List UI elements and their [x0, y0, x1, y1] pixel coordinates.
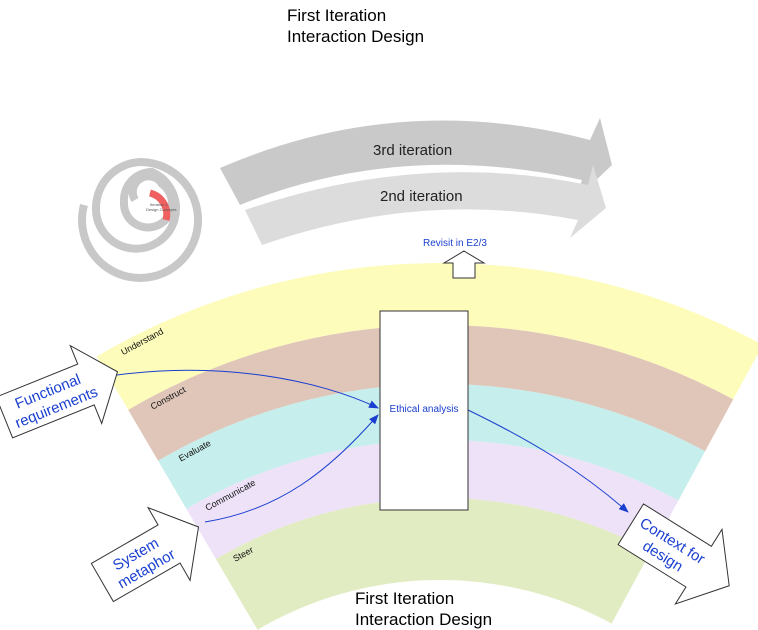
- bottom-title-line1: First Iteration: [355, 589, 455, 608]
- second-iteration-arrow: 2nd iteration: [245, 165, 606, 245]
- spiral-label-2: Design Concepts: [146, 207, 176, 212]
- top-title-line1: First Iteration: [287, 6, 387, 25]
- band-steer: [215, 498, 651, 630]
- band-evaluate: [158, 384, 706, 509]
- link-ethical-to-context: [467, 409, 629, 513]
- spiral-thumbnail-icon: Iteration 1 Design Concepts: [78, 157, 203, 282]
- up-arrow-icon: [442, 250, 486, 279]
- second-iteration-label: 2nd iteration: [380, 188, 463, 205]
- band-communicate: [186, 439, 679, 559]
- band-construct: [128, 325, 734, 461]
- bottom-title: First Iteration Interaction Design: [355, 588, 492, 630]
- top-title: First Iteration Interaction Design: [287, 5, 424, 47]
- spiral-label-1: Iteration 1: [150, 202, 169, 207]
- context-for-design-arrow: Context for design: [617, 503, 730, 605]
- band-understand: [96, 262, 758, 410]
- third-iteration-label: 3rd iteration: [373, 142, 452, 159]
- third-iteration-arrow: 3rd iteration: [220, 118, 612, 205]
- bottom-title-line2: Interaction Design: [355, 610, 493, 629]
- ethical-analysis-label: Ethical analysis: [390, 404, 459, 415]
- link-functional-to-ethical: [109, 369, 379, 409]
- ethical-analysis-box: Ethical analysis: [379, 310, 469, 511]
- top-title-line2: Interaction Design: [287, 27, 425, 46]
- revisit-label: Revisit in E2/3: [423, 238, 487, 249]
- phase-bands: UnderstandConstructEvaluateCommunicateSt…: [96, 262, 758, 630]
- link-metaphor-to-ethical: [204, 414, 379, 523]
